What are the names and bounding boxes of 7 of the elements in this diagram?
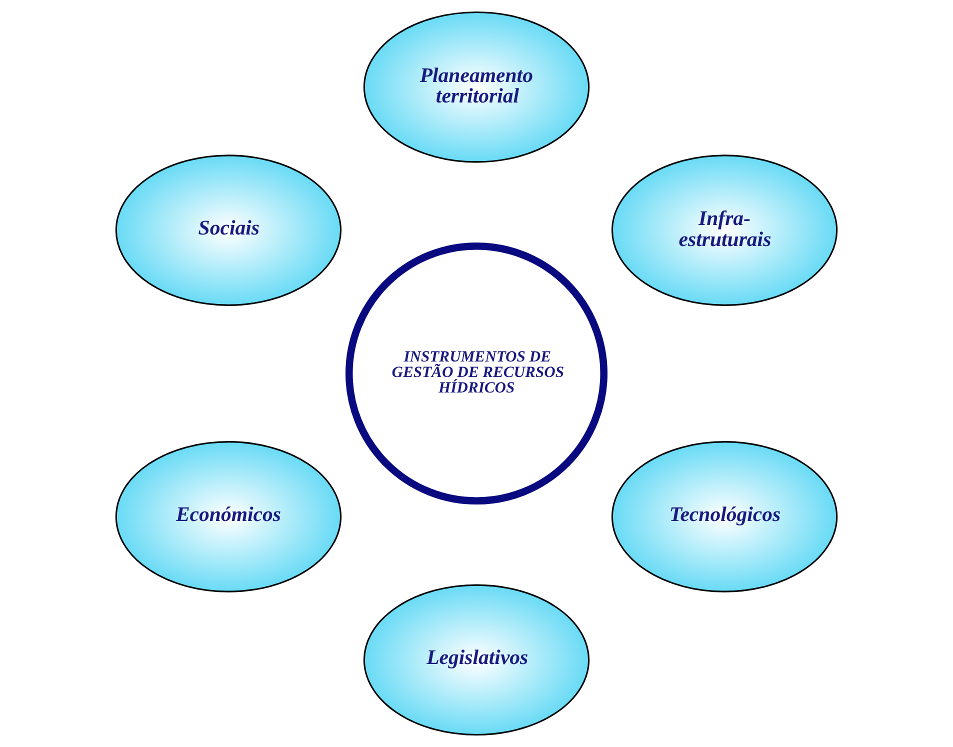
node-ellipse: Económicos (115, 441, 342, 592)
node-ellipse: Infra- estruturais (611, 154, 838, 306)
node-ellipse: Legislativos (363, 584, 590, 736)
node-ellipse: Sociais (115, 154, 342, 306)
node-ellipse: Planeamento territorial (363, 11, 590, 163)
node-ellipse: Tecnológicos (611, 441, 838, 592)
node-circle: INSTRUMENTOS DE GESTÃO DE RECURSOS HÍDRICOS (345, 242, 608, 505)
